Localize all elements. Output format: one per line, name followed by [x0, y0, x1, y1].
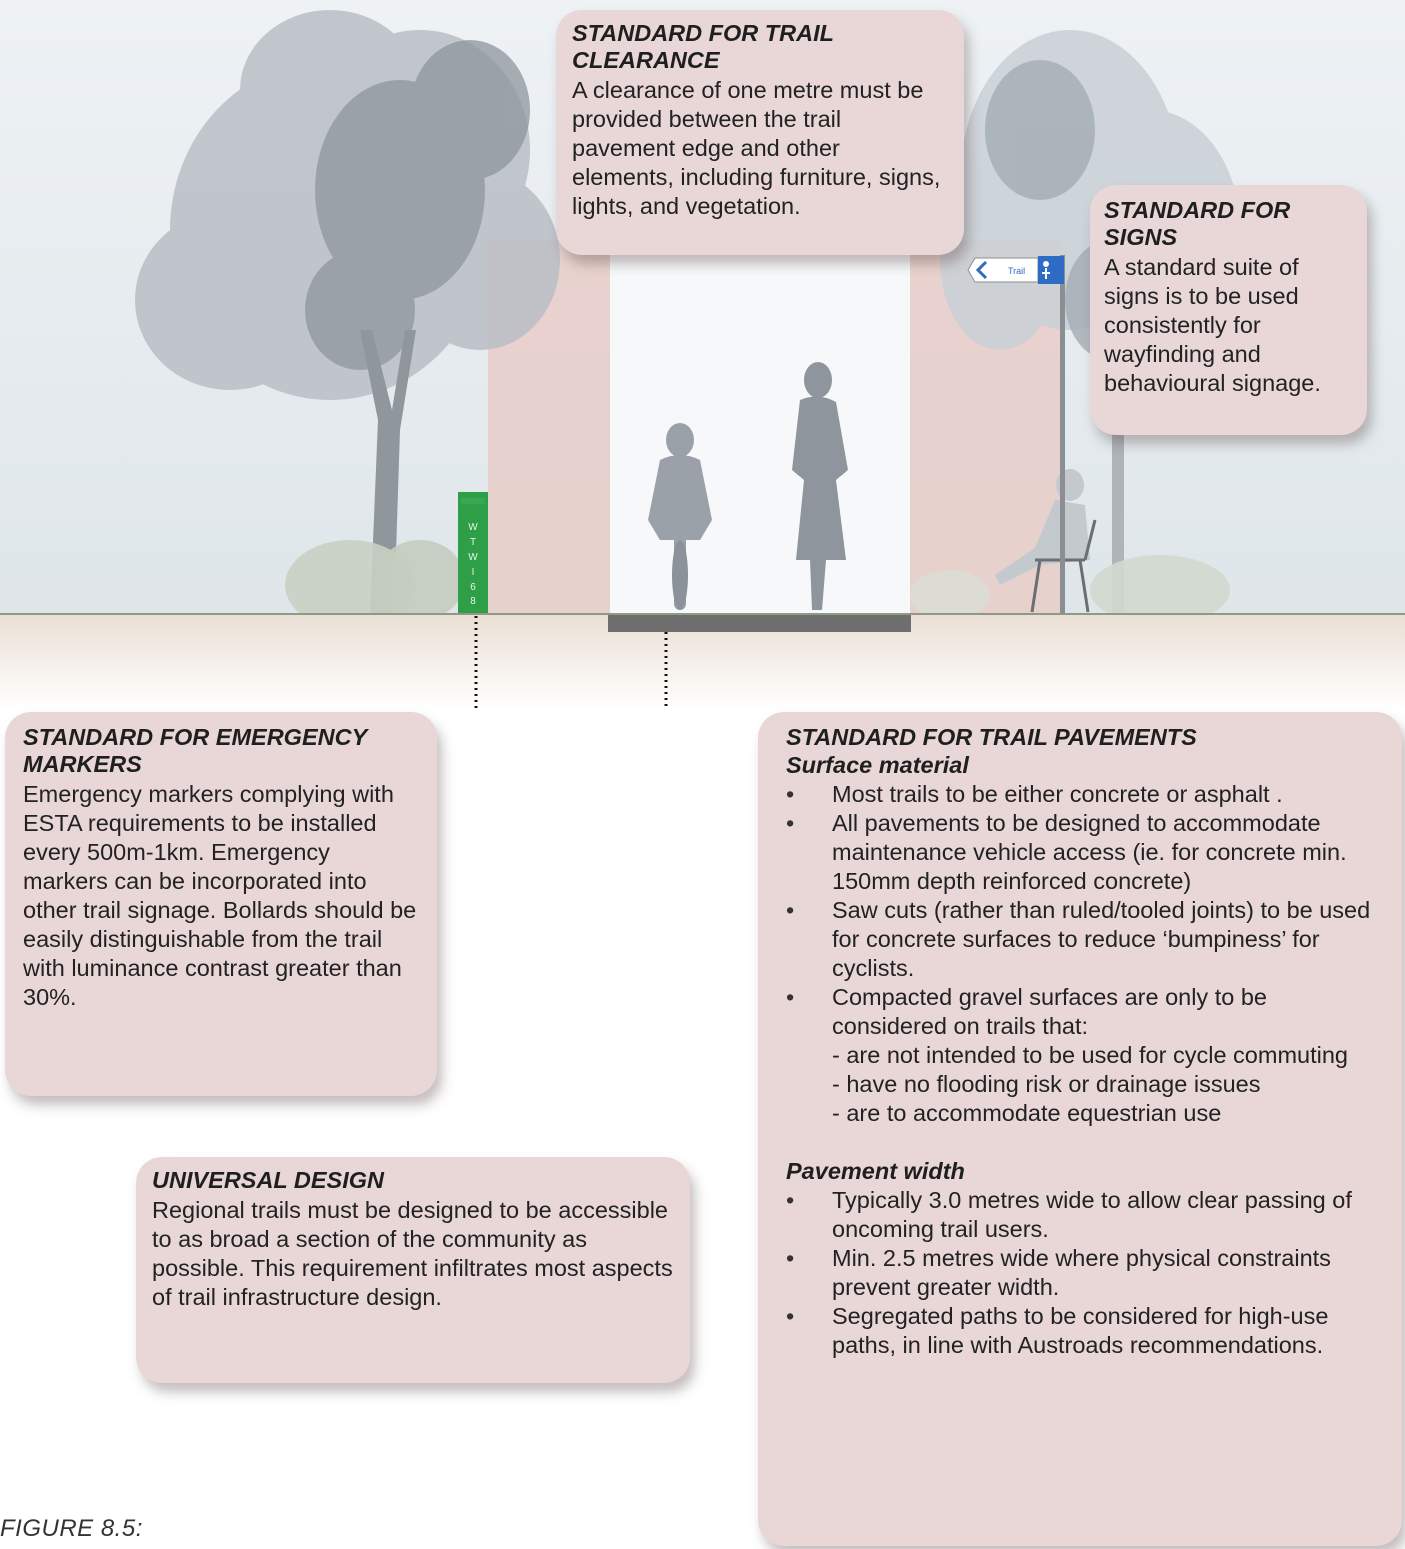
shrub-right [1090, 555, 1230, 625]
sign-pedestrian-panel [1038, 256, 1064, 284]
callout-heading: STANDARD FOR TRAIL PAVEMENTS [786, 724, 1197, 750]
svg-text:8: 8 [470, 596, 476, 607]
leader-emergency-marker [474, 616, 478, 710]
list-item: Compacted gravel surfaces are only to be… [786, 983, 1386, 1128]
pavement-width-heading: Pavement width [786, 1158, 965, 1184]
leader-lines [474, 616, 668, 710]
svg-text:I: I [472, 567, 475, 578]
wayfinding-sign: Trail [967, 255, 1065, 615]
surface-material-list: Most trails to be either concrete or asp… [786, 780, 1386, 1128]
list-item: Most trails to be either concrete or asp… [786, 780, 1386, 809]
gravel-condition: - are to accommodate equestrian use [832, 1100, 1222, 1126]
callout-heading: STANDARD FOR EMERGENCY MARKERS [23, 724, 368, 777]
callout-trail-clearance: STANDARD FOR TRAIL CLEARANCE A clearance… [556, 10, 964, 255]
pedestrian-figure [792, 362, 848, 610]
pavement-width-list: Typically 3.0 metres wide to allow clear… [786, 1186, 1386, 1360]
leader-trail-pavement [664, 632, 668, 710]
list-item: All pavements to be designed to accommod… [786, 809, 1386, 896]
trail-clear-zone [610, 240, 910, 615]
cyclist-figure [648, 423, 712, 610]
callout-signs: STANDARD FOR SIGNS A standard suite of s… [1090, 185, 1367, 435]
callout-body: A standard suite of signs is to be used … [1104, 254, 1321, 396]
list-item: Saw cuts (rather than ruled/tooled joint… [786, 896, 1386, 983]
trail-pavement [608, 615, 911, 632]
callout-heading: STANDARD FOR TRAIL CLEARANCE [572, 20, 834, 73]
list-item: Min. 2.5 metres wide where physical cons… [786, 1244, 1386, 1302]
callout-heading: UNIVERSAL DESIGN [152, 1167, 384, 1193]
figure-caption: FIGURE 8.5: [0, 1515, 143, 1542]
callout-body: Regional trails must be designed to be a… [152, 1197, 673, 1310]
shrub-left-2 [375, 540, 465, 620]
list-item-text: Compacted gravel surfaces are only to be… [832, 984, 1267, 1039]
sign-post [1060, 255, 1065, 615]
callout-emergency-markers: STANDARD FOR EMERGENCY MARKERS Emergency… [5, 712, 437, 1096]
list-item: Segregated paths to be considered for hi… [786, 1302, 1386, 1360]
gravel-condition: - are not intended to be used for cycle … [832, 1042, 1348, 1068]
pedestrian-symbol-icon [1043, 261, 1049, 267]
callout-trail-pavements: STANDARD FOR TRAIL PAVEMENTS Surface mat… [758, 712, 1402, 1546]
svg-text:T: T [470, 537, 476, 548]
callout-heading: STANDARD FOR SIGNS [1104, 197, 1291, 250]
callout-body: A clearance of one metre must be provide… [572, 77, 941, 219]
callout-body: Emergency markers complying with ESTA re… [23, 781, 417, 1010]
svg-text:W: W [468, 522, 478, 533]
svg-text:W: W [468, 552, 478, 563]
svg-text:6: 6 [470, 582, 476, 593]
left-tree-dark-foliage [305, 40, 530, 370]
callout-universal-design: UNIVERSAL DESIGN Regional trails must be… [136, 1157, 690, 1383]
sign-arrow-icon [975, 260, 988, 280]
sign-label: Trail [1008, 266, 1025, 276]
list-item: Typically 3.0 metres wide to allow clear… [786, 1186, 1386, 1244]
emergency-marker-bollard: W T W I 6 8 [458, 492, 488, 614]
surface-material-heading: Surface material [786, 752, 969, 778]
gravel-condition: - have no flooding risk or drainage issu… [832, 1071, 1261, 1097]
right-tree-trunk [1112, 380, 1124, 615]
shrub-right-2 [910, 570, 990, 620]
